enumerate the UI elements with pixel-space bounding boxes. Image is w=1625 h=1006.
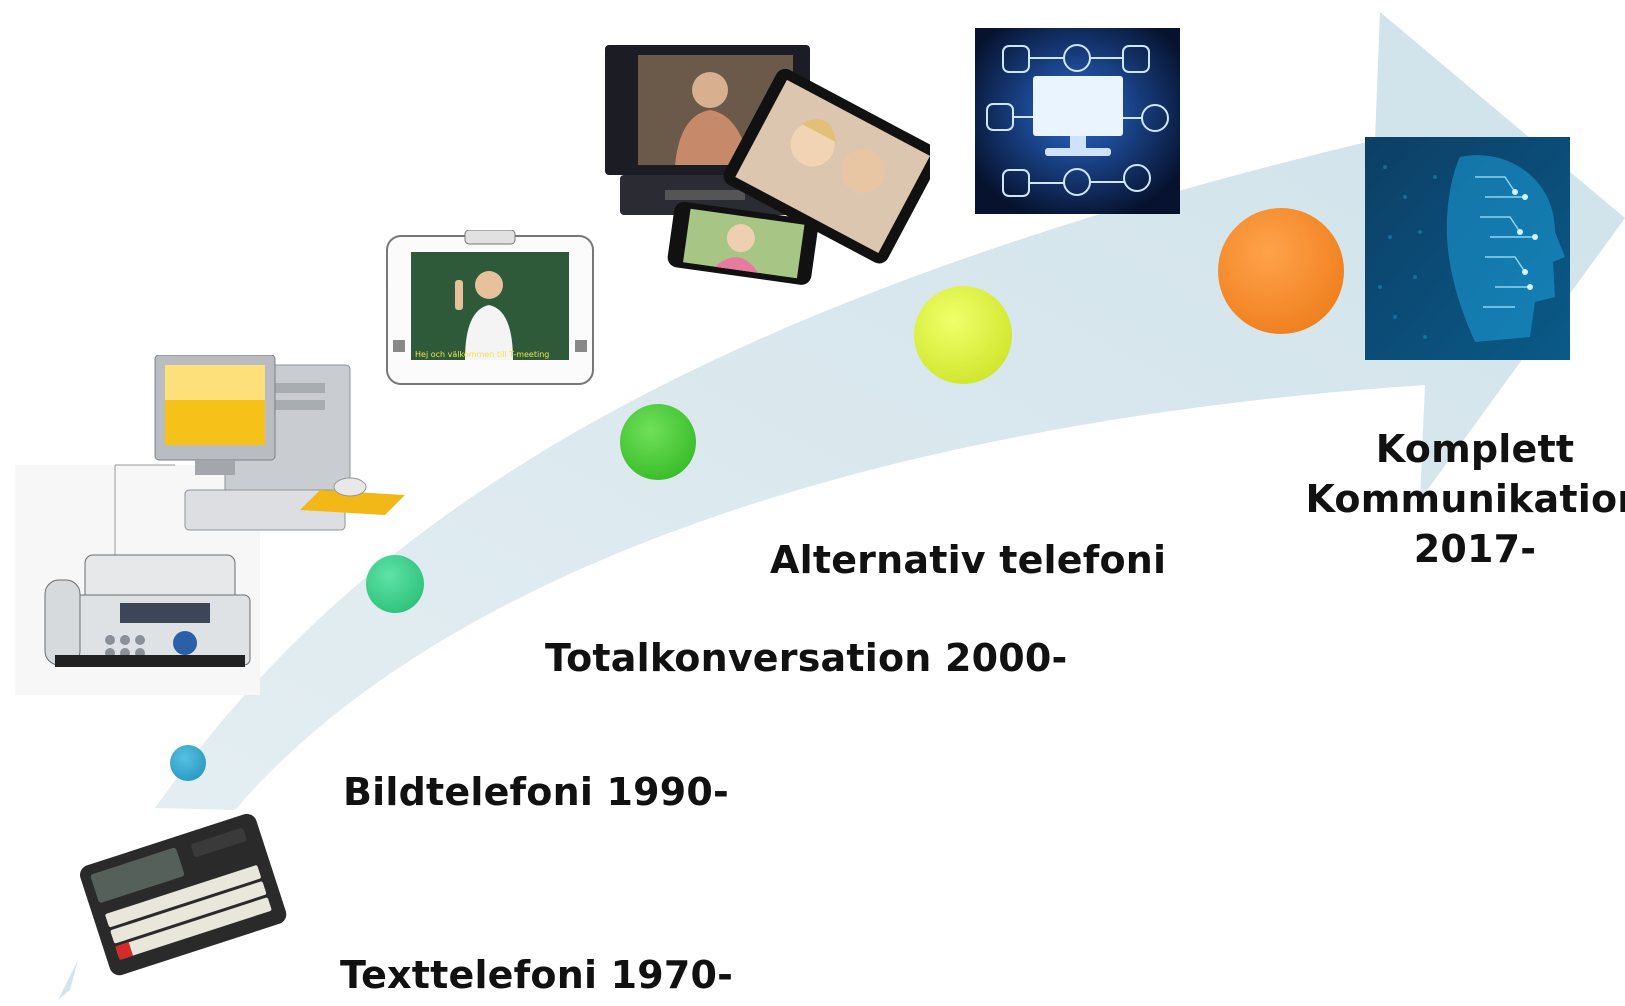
timeline-dot-2017 — [1218, 208, 1344, 334]
videophone-icon: Hej och välkommen till T-meeting — [386, 230, 594, 385]
video-caption: Hej och välkommen till T-meeting — [415, 350, 549, 359]
label-totalkonversation: Totalkonversation 2000- — [545, 636, 1068, 680]
label-alternativ-telefoni: Alternativ telefoni — [770, 538, 1167, 582]
network-computer-icon — [975, 28, 1180, 214]
label-komplett-line2: Kommunikation — [1305, 477, 1625, 521]
devices-video-call-icon — [605, 45, 930, 285]
timeline-dot-alternativ — [914, 286, 1012, 384]
timeline-dot-2000 — [620, 404, 696, 480]
label-texttelefoni: Texttelefoni 1970- — [340, 953, 734, 997]
timeline-dot-1990 — [366, 555, 424, 613]
ai-head-icon — [1365, 137, 1570, 360]
label-komplett-line3: 2017- — [1413, 527, 1537, 571]
timeline-dot-1970 — [170, 745, 206, 781]
label-bildtelefoni: Bildtelefoni 1990- — [343, 770, 730, 814]
fax-and-computer-icon — [15, 355, 405, 695]
text-telephone-icon — [80, 813, 287, 976]
label-komplett-kommunikation: Komplett Kommunikation 2017- — [1305, 424, 1625, 574]
label-komplett-line1: Komplett — [1375, 427, 1575, 471]
